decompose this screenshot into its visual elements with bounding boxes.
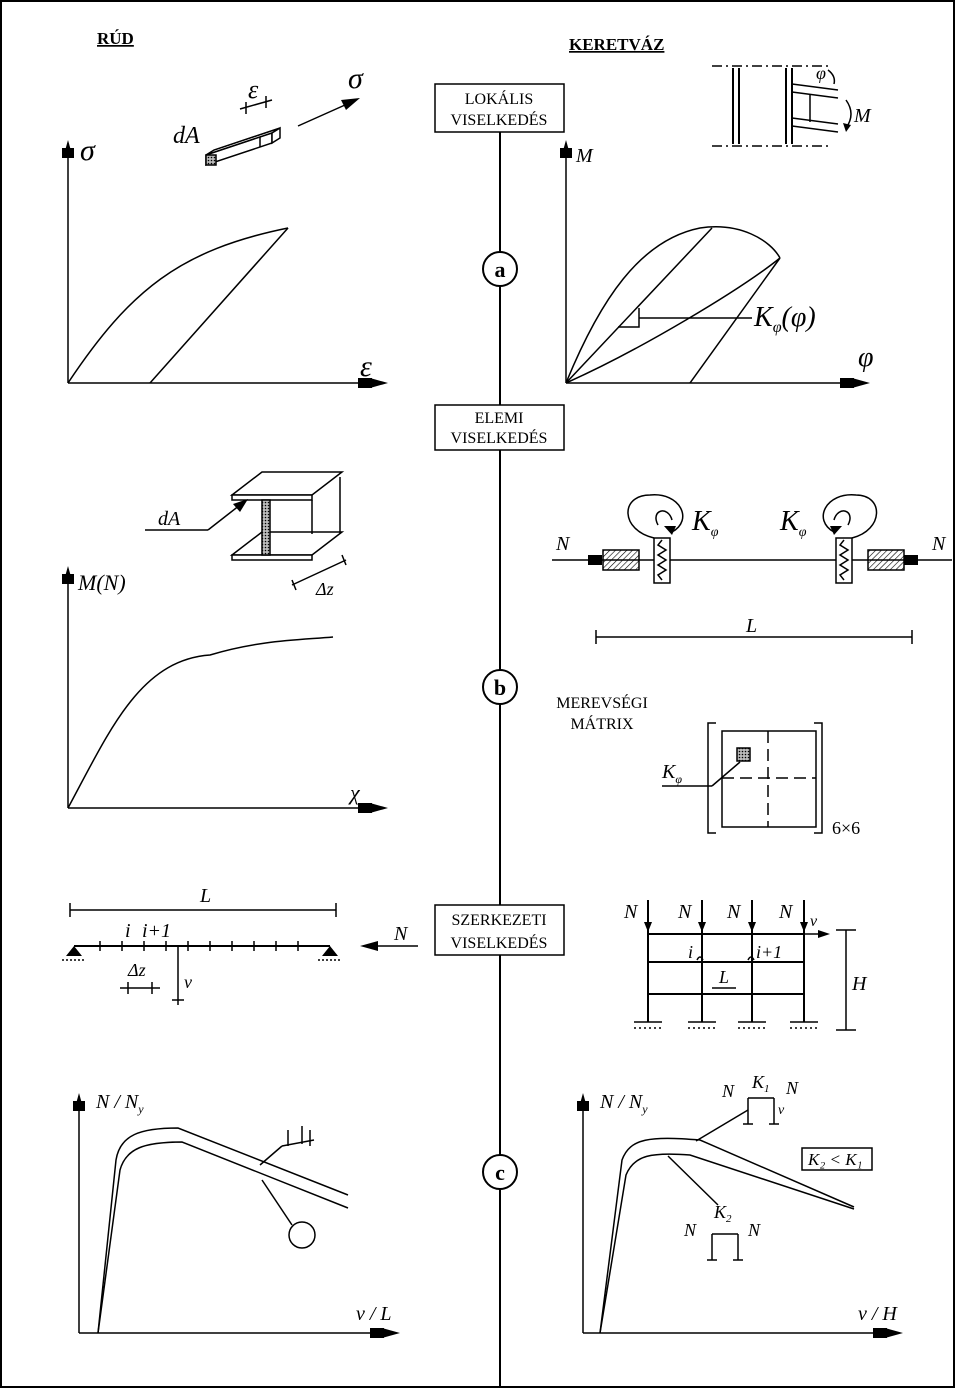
svg-text:b: b (494, 675, 506, 700)
N-beam-label: N (393, 923, 409, 945)
matrix-title-2: MÁTRIX (570, 714, 634, 733)
svg-text:SZERKEZETI: SZERKEZETI (451, 912, 546, 929)
svg-text:VISELKEDÉS: VISELKEDÉS (451, 428, 548, 447)
frame-N2: N (677, 901, 693, 923)
frame-N3: N (726, 901, 742, 923)
panel-a-left (62, 96, 388, 388)
matrix-size-label: 6×6 (832, 818, 860, 838)
panel-a-right (560, 65, 870, 388)
stage-box-structural: SZERKEZETI VISELKEDÉS (434, 904, 565, 956)
svg-text:VISELKEDÉS: VISELKEDÉS (451, 110, 548, 129)
dA-label-a: dA (173, 123, 200, 149)
dA-label-b: dA (158, 508, 181, 530)
K2-N-right: N (747, 1220, 761, 1240)
M-axis-label: M (575, 145, 594, 167)
i-beam-label: i (125, 920, 131, 942)
circle-b: b (482, 669, 518, 705)
K1-N-right: N (785, 1078, 799, 1098)
i1-beam-label: i+1 (142, 920, 171, 942)
frame-v: v (810, 913, 818, 930)
K2-label: K2 (713, 1202, 732, 1225)
dz-beam-label: Δz (127, 960, 146, 980)
frame-H: H (851, 973, 868, 995)
epsilon-axis-label: ε (360, 350, 372, 383)
chi-axis-label: χ (348, 780, 361, 805)
phi-sketch-label: φ (816, 63, 826, 83)
sigma-element-label: σ (348, 62, 364, 95)
K-phi-spring-1: Kφ (691, 506, 719, 540)
frame-N1: N (623, 901, 639, 923)
L-span-label: L (745, 615, 757, 637)
dz-label-b: Δz (315, 579, 334, 599)
K1-N-left: N (721, 1081, 735, 1101)
circle-c: c (482, 1154, 518, 1190)
K2-N-left: N (683, 1220, 697, 1240)
panel-b-right (552, 494, 952, 834)
NNy-right-axis: N / Ny (599, 1091, 648, 1116)
epsilon-element-label: ε (248, 75, 259, 104)
K1-label: K1 (751, 1072, 770, 1095)
matrix-K-label: Kφ (661, 761, 682, 786)
MN-axis-label: M(N) (77, 570, 126, 595)
frame-i: i (688, 942, 693, 962)
stage-box-element: ELEMI VISELKEDÉS (434, 404, 565, 451)
panel-c-left-top (62, 903, 418, 1005)
frame-i1: i+1 (756, 942, 782, 962)
frame-L: L (718, 967, 729, 987)
svg-text:VISELKEDÉS: VISELKEDÉS (451, 933, 548, 952)
phi-axis-label: φ (858, 342, 874, 373)
K1-v: v (778, 1103, 785, 1118)
circle-a: a (482, 251, 518, 287)
N-left-label: N (555, 533, 571, 555)
K-phi-spring-2: Kφ (779, 506, 807, 540)
v-beam-label: v (184, 972, 192, 992)
header-rud: RÚD (97, 29, 134, 48)
svg-text:ELEMI: ELEMI (475, 410, 524, 427)
panel-c-left (73, 1093, 400, 1338)
M-sketch-label: M (853, 105, 872, 127)
header-keretvaz: KERETVÁZ (569, 35, 664, 54)
K-compare-label: K₂ < K₁ (807, 1150, 862, 1169)
vH-axis-label: v / H (858, 1303, 898, 1325)
svg-text:a: a (495, 257, 506, 282)
panel-c-right (577, 1093, 903, 1338)
NNy-left-axis: N / Ny (95, 1091, 144, 1116)
vL-axis-label: v / L (356, 1303, 392, 1325)
svg-text:LOKÁLIS: LOKÁLIS (465, 89, 533, 108)
panel-b-left (62, 471, 388, 813)
svg-text:c: c (495, 1160, 505, 1185)
matrix-title-1: MEREVSÉGI (556, 693, 648, 712)
N-right-label: N (931, 533, 947, 555)
stage-box-local: LOKÁLIS VISELKEDÉS (434, 83, 565, 133)
panel-c-right-top (634, 900, 856, 1031)
L-beam-label: L (199, 885, 211, 907)
K-phi-label: Kφ(φ) (753, 302, 816, 336)
sigma-axis-label: σ (80, 134, 96, 167)
frame-N4: N (778, 901, 794, 923)
